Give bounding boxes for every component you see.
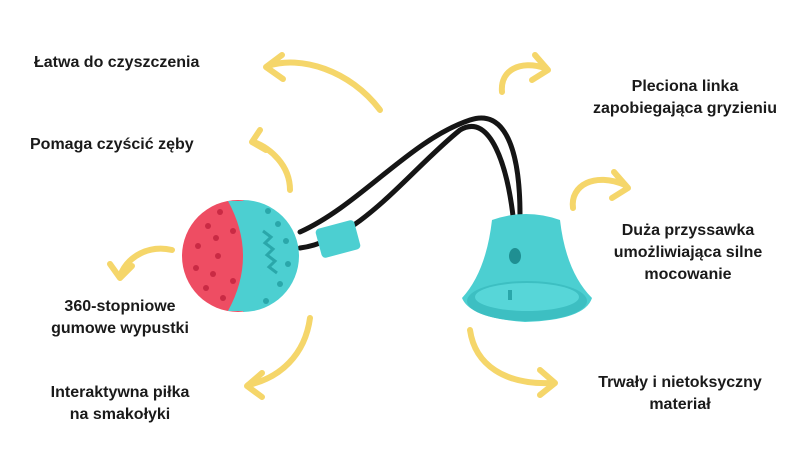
arrow-easy-clean-icon — [263, 52, 383, 113]
feature-nubs-label: 360-stopniowe gumowe wypustki — [51, 298, 189, 337]
suction-cup — [462, 214, 592, 322]
arrow-teeth-icon — [249, 127, 293, 193]
arrow-suction-icon — [569, 169, 631, 211]
arrow-nubs-icon — [107, 245, 175, 281]
feature-treat-ball-label: Interaktywna piłka na smakołyki — [50, 384, 190, 423]
arrow-material-icon — [467, 327, 558, 398]
feature-teeth-label: Pomaga czyścić zęby — [30, 136, 194, 153]
arrow-rope-icon — [498, 52, 551, 95]
treat-ball — [182, 200, 299, 312]
feature-suction-label: Duża przyssawka umożliwiająca silne moco… — [613, 222, 763, 283]
rope-strand-upper — [297, 115, 523, 235]
feature-rope-label: Pleciona linka zapobiegająca gryzieniu — [592, 78, 778, 117]
feature-material-label: Trwały i nietoksyczny materiał — [598, 374, 762, 413]
rope-sleeve — [315, 220, 361, 258]
arrow-treat-ball-icon — [244, 315, 313, 400]
feature-easy-clean-label: Łatwa do czyszczenia — [34, 54, 200, 71]
